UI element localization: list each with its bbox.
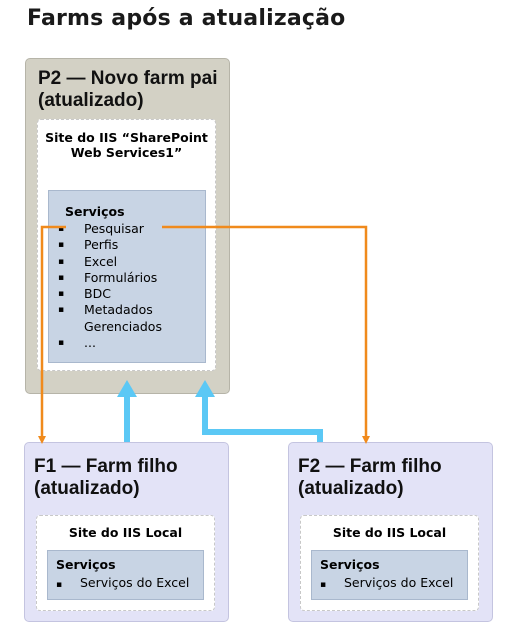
blue-connector-f2-to-parent: [202, 395, 323, 442]
blue-arrowhead-f2: [195, 380, 215, 397]
service-item-excel: Excel: [58, 254, 204, 271]
service-item-more: ...: [58, 335, 204, 352]
child-farm-1-service-text: Serviços do Excel: [80, 575, 190, 590]
child-farm-2-services-box: [311, 550, 468, 600]
child-farm-1-services-label: Serviços: [56, 557, 116, 572]
service-item-pesquisar: Pesquisar: [58, 221, 204, 238]
parent-iis-site-title: Site do IIS “SharePoint Web Services1”: [45, 130, 208, 160]
diagram-title: Farms após a atualização: [27, 6, 346, 31]
bullet-icon: ▪: [320, 580, 327, 590]
service-item-formularios: Formulários: [58, 270, 204, 287]
child-farm-2-services-label: Serviços: [320, 557, 380, 572]
child-farm-1-title: F1 — Farm filho (atualizado): [34, 456, 178, 499]
child-farm-1-services-box: [47, 550, 204, 600]
child-farm-1-service-item: ▪ Serviços do Excel: [56, 575, 189, 590]
child-farm-2-service-item: ▪ Serviços do Excel: [320, 575, 453, 590]
child-farm-2-title: F2 — Farm filho (atualizado): [298, 456, 442, 499]
bullet-icon: ▪: [56, 580, 63, 590]
orange-connector-to-f2: [162, 225, 370, 444]
blue-arrowhead-f1: [117, 380, 137, 397]
orange-connector-to-f1: [38, 225, 66, 444]
service-item-perfis: Perfis: [58, 237, 204, 254]
parent-services-list: Pesquisar Perfis Excel Formulários BDC M…: [58, 221, 204, 352]
child-farm-1-iis-site-title: Site do IIS Local: [68, 525, 183, 540]
parent-farm-title: P2 — Novo farm pai (atualizado): [38, 68, 218, 111]
service-item-metadados: Metadados Gerenciados: [58, 302, 204, 335]
child-farm-2-service-text: Serviços do Excel: [344, 575, 454, 590]
parent-services-label: Serviços: [65, 204, 125, 219]
service-item-bdc: BDC: [58, 286, 204, 303]
child-farm-2-iis-site-title: Site do IIS Local: [332, 525, 447, 540]
